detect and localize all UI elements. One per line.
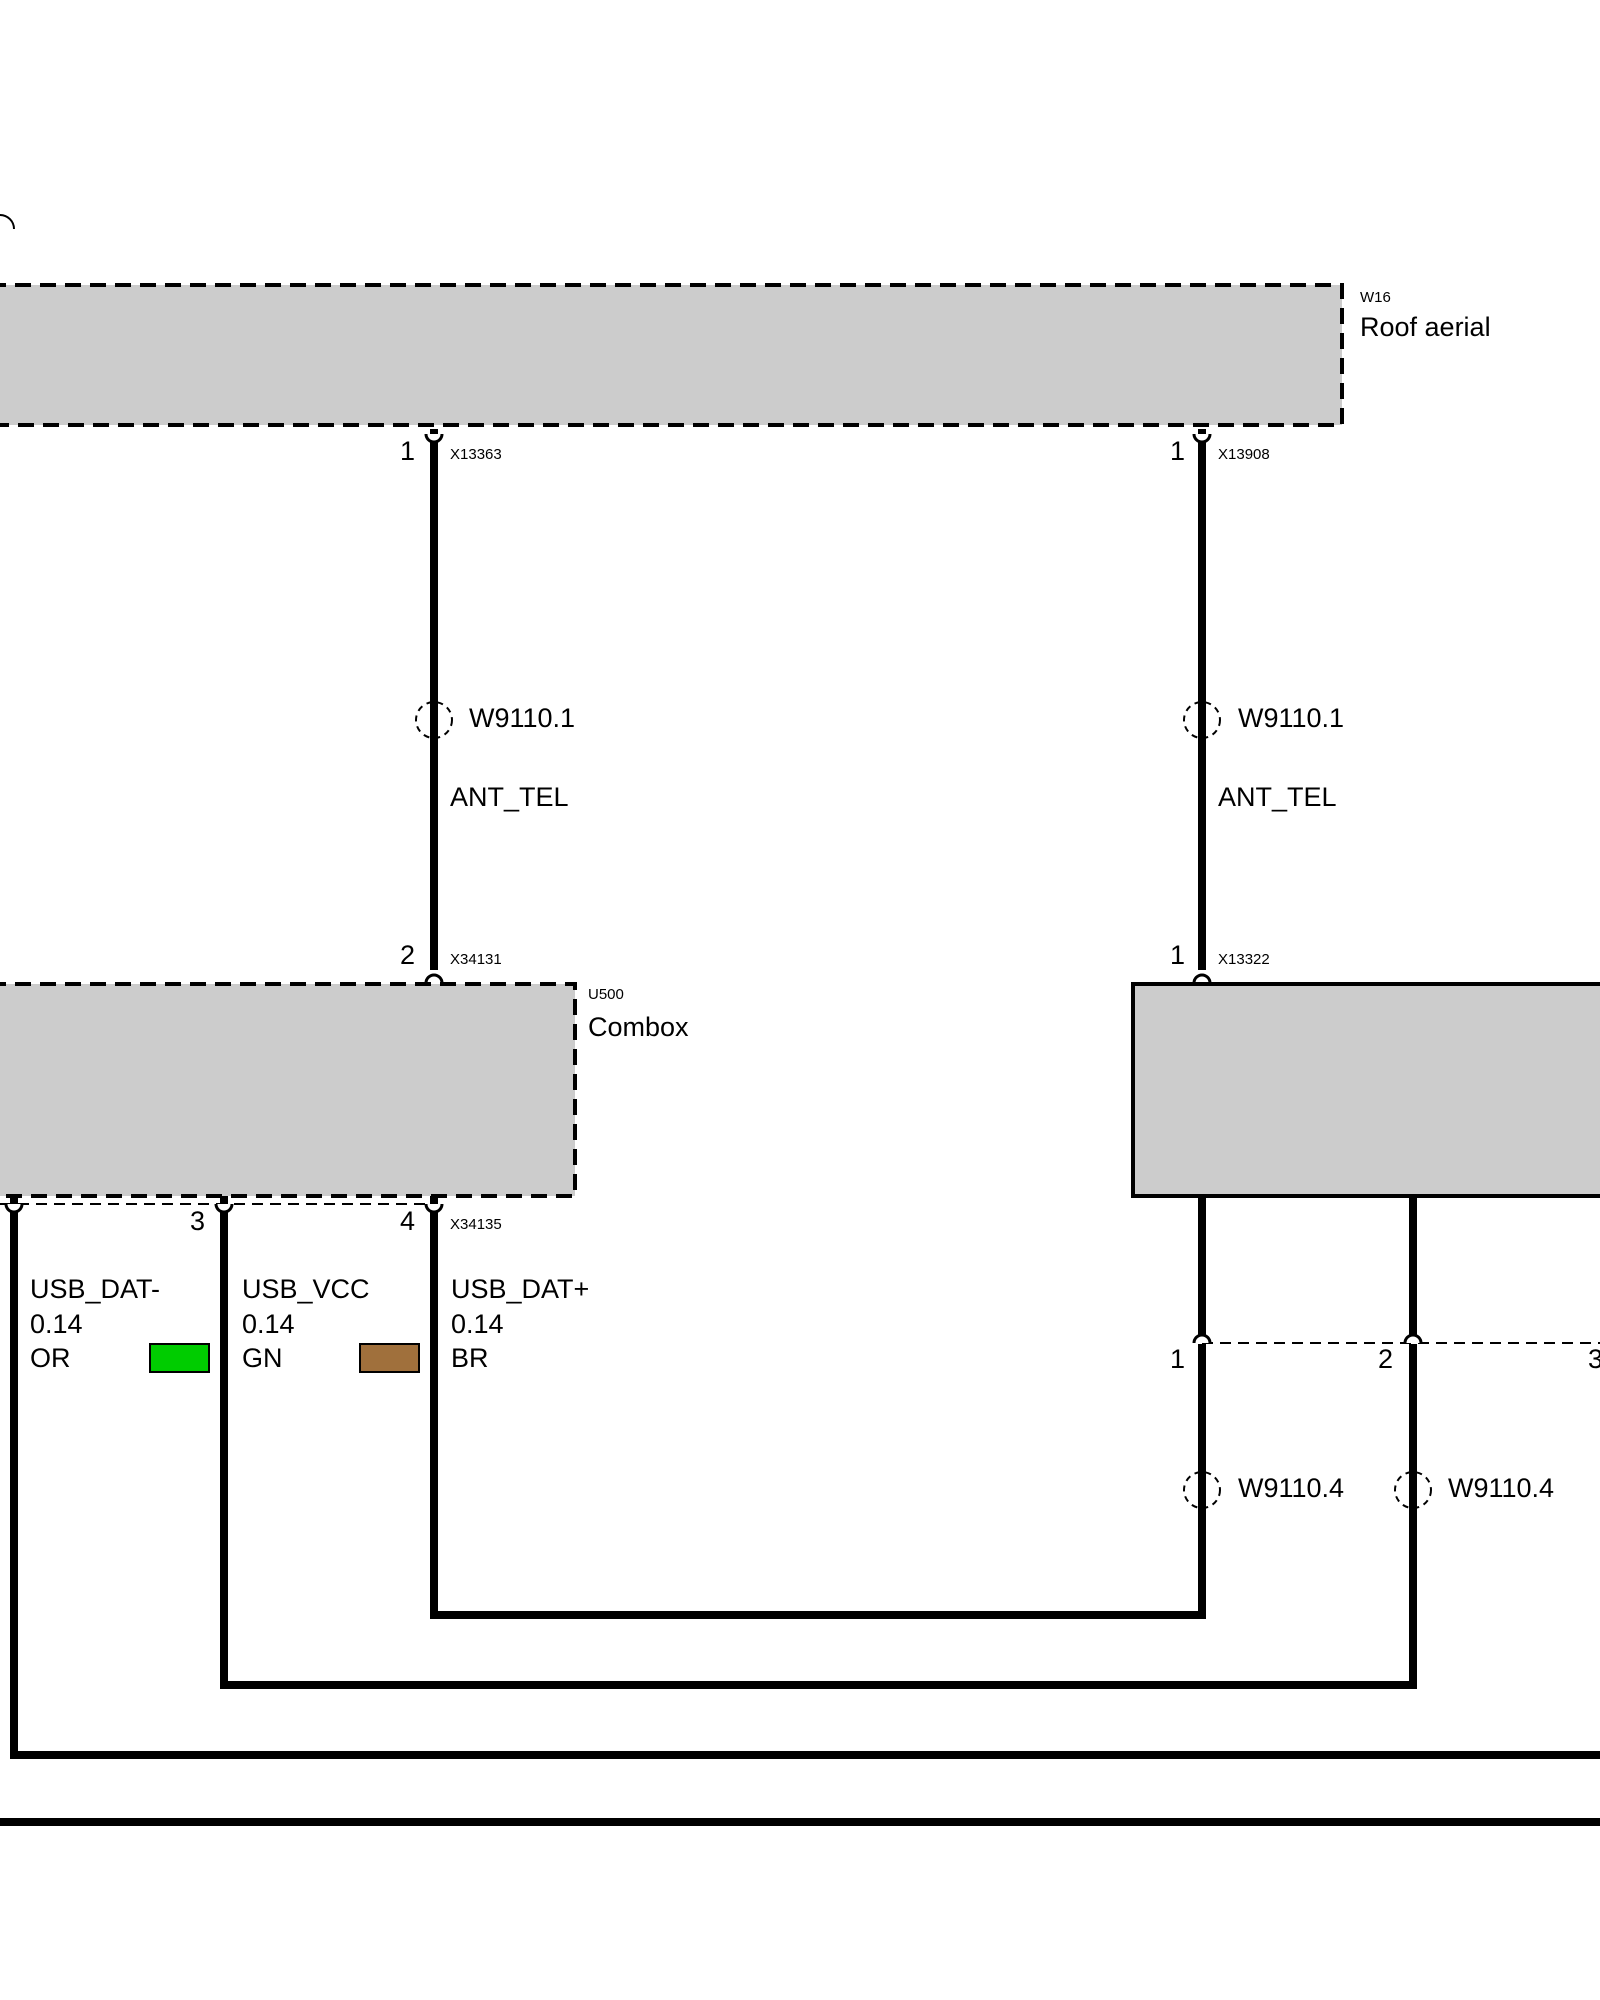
pin-hook-right-2 [1403,1333,1423,1344]
signal-usb-vcc: USB_VCC [242,1274,370,1304]
wire-usb-vcc[interactable] [220,1196,1417,1689]
pin-number-right-2: 2 [1378,1344,1393,1374]
connector-combox-bottom: X34135 [450,1216,502,1233]
pin-hook-right-1 [1192,1333,1212,1344]
pin-number-roof-right: 1 [1170,436,1185,466]
color-swatch-brown [359,1343,420,1373]
shield-label-upper-right: W9110.1 [1238,703,1344,733]
color-usb-vcc: GN [242,1343,283,1373]
shield-icon [415,701,453,739]
pin-hook-roof-left [424,433,444,444]
shield-icon [1183,701,1221,739]
combox-name: Combox [588,1012,689,1042]
wire-usb-dat-minus[interactable] [10,1196,1600,1759]
shield-icon [1394,1471,1432,1509]
roof-aerial-name: Roof aerial [1360,312,1491,342]
pin-number-combox-top: 2 [400,940,415,970]
combox-box[interactable] [0,982,577,1198]
shield-icon [1183,1471,1221,1509]
right-module-box[interactable] [1131,982,1600,1198]
pin-hook-right-module-top [1192,973,1212,984]
connector-roof-left: X13363 [450,446,502,463]
color-usb-dat-plus: BR [451,1343,489,1373]
pin-hook-roof-right [1192,433,1212,444]
wire-usb-dat-plus[interactable] [430,1196,1206,1619]
size-usb-dat-plus: 0.14 [451,1309,504,1339]
connector-roof-right: X13908 [1218,446,1270,463]
signal-ant-tel-left: ANT_TEL [450,782,569,812]
signal-usb-dat-plus: USB_DAT+ [451,1274,589,1304]
pin-hook-combox-4 [424,1203,444,1214]
size-usb-vcc: 0.14 [242,1309,295,1339]
size-usb-dat-minus: 0.14 [30,1309,83,1339]
pin-number-roof-left: 1 [400,436,415,466]
pin-hook-combox-top [424,973,444,984]
pin-number-right-module-top: 1 [1170,940,1185,970]
edge-arc [0,214,15,230]
pin-number-right-3: 3 [1588,1344,1600,1374]
pin-number-combox-4: 4 [400,1206,415,1236]
signal-usb-dat-minus: USB_DAT- [30,1274,160,1304]
pin-number-right-1: 1 [1170,1344,1185,1374]
roof-aerial-box[interactable] [0,283,1344,427]
connector-right-module-top: X13322 [1218,951,1270,968]
connector-combox-top: X34131 [450,951,502,968]
pin-hook-combox-1 [4,1203,24,1214]
shield-label-lower-right: W9110.4 [1448,1473,1554,1503]
shield-label-upper-left: W9110.1 [469,703,575,733]
pin-hook-combox-3 [214,1203,234,1214]
roof-aerial-id: W16 [1360,289,1391,306]
color-swatch-green [149,1343,210,1373]
shield-label-lower-left: W9110.4 [1238,1473,1344,1503]
combox-id: U500 [588,986,624,1003]
signal-ant-tel-right: ANT_TEL [1218,782,1337,812]
color-usb-dat-minus: OR [30,1343,71,1373]
pin-number-combox-3: 3 [190,1206,205,1236]
